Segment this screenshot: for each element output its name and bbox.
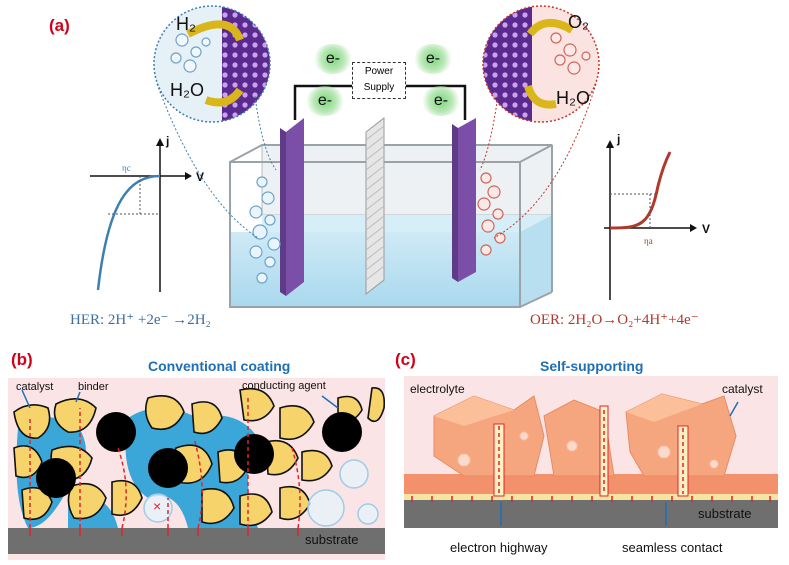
her-j-axis-label: j (166, 134, 170, 148)
conducting-agents (36, 412, 362, 498)
c-pointers (500, 401, 739, 526)
panel-a-label: (a) (49, 16, 70, 35)
oer-j-axis-label: j (617, 132, 621, 146)
o2-label: O₂ (568, 12, 589, 32)
panel-c-label: (c) (395, 350, 416, 369)
substrate-label-b: substrate (305, 532, 359, 547)
panel-b-title: Conventional coating (148, 358, 291, 374)
electron-paths-b (29, 398, 301, 529)
tank-back (261, 144, 553, 216)
electron-3: e- (305, 86, 345, 116)
substrate-c (404, 500, 778, 528)
c-bubbles (457, 431, 719, 469)
electron-2: e- (413, 44, 453, 74)
wire-right (404, 84, 467, 120)
power-supply-line1: Power (364, 66, 394, 77)
b-pointers (21, 389, 339, 409)
seamless-contact-label: seamless contact (622, 540, 723, 555)
b-contact-ticks (29, 528, 299, 536)
substrate-label-c: substrate (698, 506, 752, 521)
self-supporting-diagram (404, 376, 778, 528)
her-v-axis-label: V (196, 170, 205, 184)
panel-c-title: Self-supporting (540, 358, 644, 374)
oer-equation: OER: 2H₂O→O₂+4H⁺+4e⁻ (530, 312, 699, 328)
electron-highway-label: electron highway (450, 540, 548, 555)
electrolyzer-diagram (90, 5, 697, 308)
catalyst-label-b: catalyst (16, 381, 54, 393)
power-supply-line2: Supply (363, 82, 395, 93)
oer-overpotential-label: ηa (644, 236, 653, 246)
conducting-agent-label: conducting agent (242, 380, 326, 392)
power-supply: Power Supply (352, 62, 406, 99)
her-zoom-circle (153, 5, 271, 123)
oer-v-axis-label: V (702, 222, 711, 236)
her-overpotential-label: ηc (122, 163, 131, 173)
cathode-electrode (286, 118, 304, 296)
wire-left (293, 84, 352, 120)
conventional-coating-diagram: × (8, 378, 385, 560)
her-equation: HER: 2H⁺ +2e⁻ →2H₂ (70, 312, 211, 328)
electron-4: e- (421, 86, 461, 116)
electron-highways (493, 405, 689, 497)
h2-label: H₂ (176, 14, 196, 34)
o2-bubbles (477, 172, 506, 256)
electron-paths-c (498, 410, 684, 494)
electrolyte (230, 215, 552, 232)
svg-text:×: × (153, 498, 161, 514)
her-polarization-curve (90, 138, 192, 292)
electron-1: e- (313, 44, 353, 74)
catalyst-particles (13, 387, 385, 527)
b-bubbles (143, 459, 379, 527)
catalyst-highlights (434, 394, 702, 426)
electrolyte-label: electrolyte (410, 382, 465, 396)
membrane (365, 116, 385, 296)
c-contact-ticks (411, 496, 771, 502)
anode-electrode (458, 118, 476, 282)
oer-polarization-curve (604, 140, 697, 300)
catalyst-label-c: catalyst (722, 382, 763, 396)
h2o-label-left: H₂O (170, 80, 204, 100)
panel-b-label: (b) (11, 350, 33, 369)
h2-bubbles (249, 176, 281, 284)
binder-label: binder (78, 381, 109, 393)
substrate-b (8, 528, 385, 554)
h2o-label-right: H₂O (556, 88, 590, 108)
